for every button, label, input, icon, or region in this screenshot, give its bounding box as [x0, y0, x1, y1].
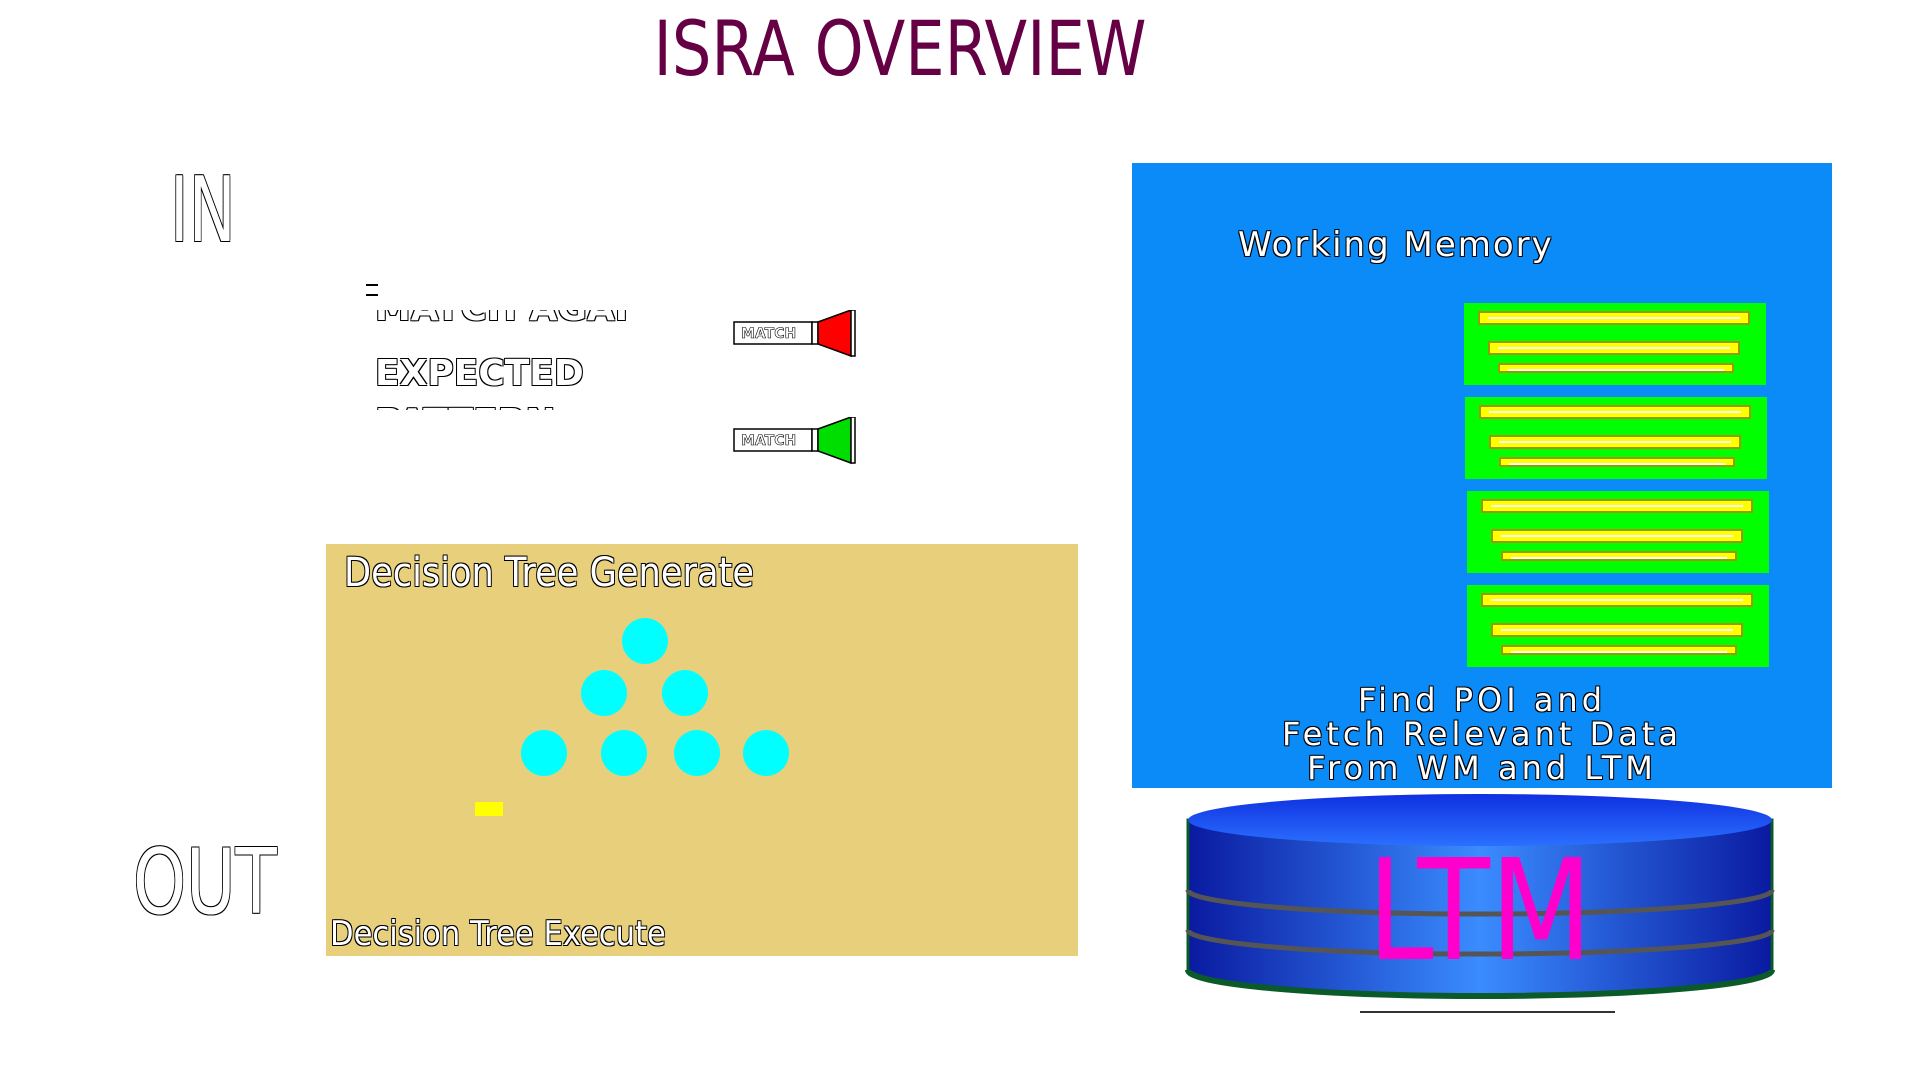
tree-node: [743, 730, 789, 776]
tree-node: [662, 670, 708, 716]
pattern-text-block: MATCH AGAI EXPECTED PATTERN: [375, 310, 675, 410]
speaker-icon: MATCH: [733, 415, 856, 465]
memory-slot: [1467, 491, 1769, 573]
tree-node: [521, 730, 567, 776]
page-title: ISRA OVERVIEW: [653, 4, 1147, 93]
match-label-green: MATCH: [741, 433, 796, 449]
tree-node: [674, 730, 720, 776]
memory-slot: [1467, 585, 1769, 667]
database-icon: [1185, 794, 1775, 1013]
caption-line-3: From WM and LTM: [1307, 749, 1657, 787]
decision-tree-panel: [326, 544, 1078, 956]
tree-node: [601, 730, 647, 776]
ltm-label: LTM: [1367, 830, 1593, 993]
pattern-line-2: EXPECTED: [375, 353, 584, 394]
pattern-line-3: PATTERN: [375, 402, 556, 410]
decision-tree-execute-label: Decision Tree Execute: [330, 914, 666, 954]
match-indicator-red: MATCH: [733, 308, 863, 364]
list-icon: [366, 284, 378, 296]
working-memory-caption: Find POI and Fetch Relevant Data From WM…: [1132, 683, 1832, 785]
memory-slot: [1464, 303, 1766, 385]
tree-node: [581, 670, 627, 716]
output-label: OUT: [133, 830, 277, 935]
caption-line-1: Find POI and: [1357, 681, 1607, 719]
tree-node: [622, 618, 668, 664]
match-indicator-green: MATCH: [733, 415, 863, 471]
speaker-icon: MATCH: [733, 308, 856, 358]
working-memory-panel: [1132, 163, 1832, 788]
match-label-red: MATCH: [741, 326, 796, 342]
decision-tree-generate-label: Decision Tree Generate: [344, 550, 754, 596]
ltm-database: LTM: [1175, 780, 1785, 1020]
pattern-line-1: MATCH AGAI: [375, 310, 628, 329]
caption-line-2: Fetch Relevant Data: [1282, 715, 1682, 753]
input-label: IN: [170, 158, 236, 263]
execution-marker: [475, 802, 503, 816]
memory-slot: [1465, 397, 1767, 479]
working-memory-title: Working Memory: [1238, 225, 1554, 265]
